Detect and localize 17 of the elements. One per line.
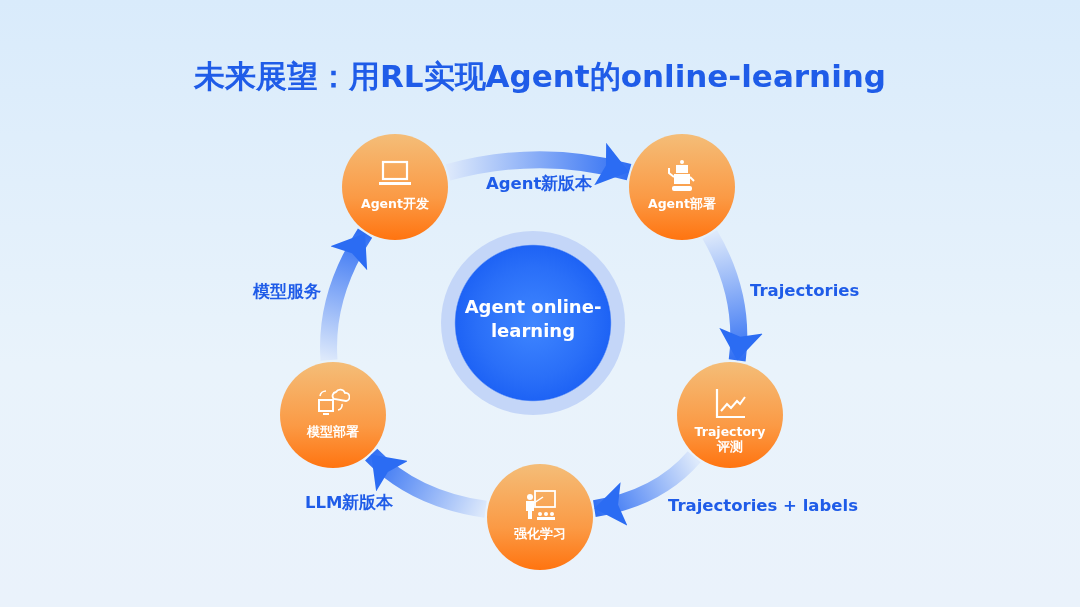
edge-label: Agent新版本 bbox=[486, 173, 593, 195]
curved-arrow bbox=[320, 228, 373, 361]
curved-arrow bbox=[702, 230, 763, 362]
step-label: 强化学习 bbox=[513, 526, 567, 541]
edge-label: LLM新版本 bbox=[305, 492, 394, 514]
step-label: Agent部署 bbox=[647, 196, 717, 211]
step-label: Trajectory评测 bbox=[693, 424, 767, 454]
curved-arrow bbox=[592, 451, 701, 525]
title: 未来展望：用RL实现Agent的online-learning bbox=[193, 57, 887, 96]
edge-label: Trajectories bbox=[750, 281, 860, 300]
step-label: Agent开发 bbox=[360, 196, 430, 211]
edge-label: 模型服务 bbox=[253, 281, 321, 303]
curved-arrow bbox=[365, 448, 487, 518]
curved-arrow bbox=[445, 143, 632, 186]
hub-label: Agent online-learning bbox=[463, 295, 603, 343]
edge-label: Trajectories + labels bbox=[668, 496, 858, 515]
step-label: 模型部署 bbox=[305, 424, 360, 439]
